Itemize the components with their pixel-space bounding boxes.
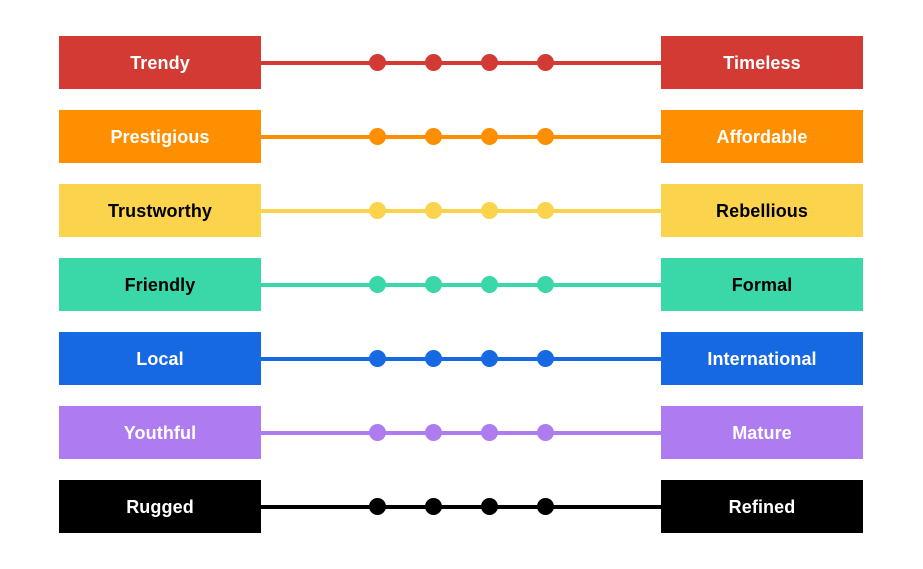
right-attribute-label: Formal — [731, 274, 793, 295]
track-line — [261, 504, 661, 509]
track-line — [261, 134, 661, 139]
right-attribute-plate[interactable]: Rebellious — [661, 184, 863, 237]
left-attribute-label: Local — [136, 348, 184, 369]
right-attribute-plate[interactable]: Refined — [661, 480, 863, 533]
rating-track[interactable] — [261, 110, 661, 163]
track-line — [261, 282, 661, 287]
right-attribute-plate[interactable]: Formal — [661, 258, 863, 311]
right-attribute-plate[interactable]: International — [661, 332, 863, 385]
right-attribute-label: Rebellious — [715, 200, 809, 221]
rating-point-3[interactable] — [480, 128, 498, 145]
right-attribute-label: International — [707, 348, 817, 369]
left-attribute-label: Trustworthy — [107, 200, 213, 221]
rating-point-1[interactable] — [368, 350, 386, 367]
scale-row: Trendy Timeless — [0, 36, 923, 89]
rating-point-3[interactable] — [480, 276, 498, 293]
scale-row: Rugged Refined — [0, 480, 923, 533]
right-attribute-plate[interactable]: Affordable — [661, 110, 863, 163]
rating-point-1[interactable] — [368, 424, 386, 441]
rating-point-1[interactable] — [368, 54, 386, 71]
left-attribute-label: Prestigious — [110, 126, 210, 147]
scale-row: Friendly Formal — [0, 258, 923, 311]
rating-point-4[interactable] — [536, 350, 554, 367]
rating-point-2[interactable] — [424, 54, 442, 71]
rating-point-1[interactable] — [368, 276, 386, 293]
rating-point-4[interactable] — [536, 202, 554, 219]
scale-row: Local International — [0, 332, 923, 385]
right-attribute-label: Refined — [728, 496, 796, 517]
left-attribute-label: Rugged — [126, 496, 194, 517]
left-attribute-plate[interactable]: Trustworthy — [59, 184, 261, 237]
rating-point-2[interactable] — [424, 498, 442, 515]
rating-point-3[interactable] — [480, 54, 498, 71]
rating-track[interactable] — [261, 406, 661, 459]
left-attribute-plate[interactable]: Youthful — [59, 406, 261, 459]
scale-row: Prestigious Affordable — [0, 110, 923, 163]
left-attribute-plate[interactable]: Trendy — [59, 36, 261, 89]
rating-point-1[interactable] — [368, 128, 386, 145]
track-line — [261, 430, 661, 435]
rating-point-4[interactable] — [536, 424, 554, 441]
right-attribute-label: Mature — [732, 422, 792, 443]
rating-track[interactable] — [261, 480, 661, 533]
rating-point-1[interactable] — [368, 202, 386, 219]
rating-track[interactable] — [261, 36, 661, 89]
right-attribute-plate[interactable]: Mature — [661, 406, 863, 459]
left-attribute-plate[interactable]: Friendly — [59, 258, 261, 311]
left-attribute-label: Trendy — [130, 52, 190, 73]
right-attribute-label: Timeless — [723, 52, 801, 73]
left-attribute-plate[interactable]: Prestigious — [59, 110, 261, 163]
rating-point-4[interactable] — [536, 498, 554, 515]
rating-point-3[interactable] — [480, 202, 498, 219]
left-attribute-plate[interactable]: Rugged — [59, 480, 261, 533]
left-attribute-label: Friendly — [124, 274, 196, 295]
rating-point-4[interactable] — [536, 276, 554, 293]
rating-point-1[interactable] — [368, 498, 386, 515]
rating-point-3[interactable] — [480, 424, 498, 441]
rating-point-2[interactable] — [424, 128, 442, 145]
rating-point-2[interactable] — [424, 202, 442, 219]
rating-track[interactable] — [261, 184, 661, 237]
left-attribute-plate[interactable]: Local — [59, 332, 261, 385]
scale-row: Trustworthy Rebellious — [0, 184, 923, 237]
rating-point-2[interactable] — [424, 276, 442, 293]
track-line — [261, 356, 661, 361]
rating-point-2[interactable] — [424, 350, 442, 367]
track-line — [261, 60, 661, 65]
left-attribute-label: Youthful — [123, 422, 197, 443]
scale-row: Youthful Mature — [0, 406, 923, 459]
right-attribute-label: Affordable — [716, 126, 808, 147]
rating-point-3[interactable] — [480, 350, 498, 367]
rating-point-4[interactable] — [536, 54, 554, 71]
rating-point-4[interactable] — [536, 128, 554, 145]
rating-track[interactable] — [261, 332, 661, 385]
rating-point-2[interactable] — [424, 424, 442, 441]
track-line — [261, 208, 661, 213]
rating-track[interactable] — [261, 258, 661, 311]
right-attribute-plate[interactable]: Timeless — [661, 36, 863, 89]
rating-point-3[interactable] — [480, 498, 498, 515]
